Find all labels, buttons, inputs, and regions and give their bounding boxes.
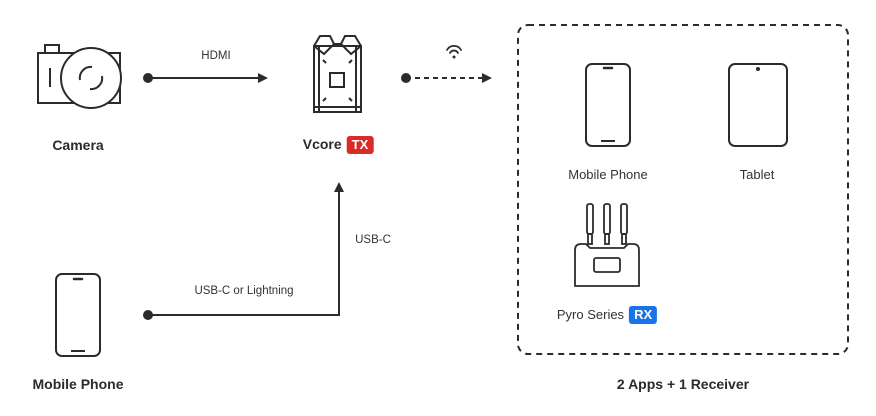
pyro-name: Pyro Series [556, 307, 625, 322]
hdmi-connection [143, 73, 268, 83]
mobile-phone-source-label: Mobile Phone [32, 376, 124, 392]
receiver-group-border [517, 24, 849, 355]
camera-label: Camera [52, 137, 104, 153]
hdmi-label: HDMI [201, 50, 231, 62]
usbc-lightning-label: USB-C or Lightning [194, 285, 294, 297]
camera-icon [37, 44, 122, 109]
pyro-label: Pyro Series RX [556, 306, 658, 324]
wifi-icon [446, 44, 462, 59]
usb-connection [143, 182, 344, 320]
smartphone-icon [585, 63, 631, 147]
receiver-icon [574, 203, 640, 287]
usbc-label: USB-C [355, 234, 391, 246]
tx-badge: TX [346, 136, 374, 154]
rx-badge: RX [629, 306, 658, 324]
vcore-name: Vcore [302, 136, 342, 152]
transmitter-icon [313, 35, 362, 113]
tablet-icon [728, 63, 788, 147]
smartphone-icon [55, 273, 101, 357]
wireless-connection [401, 73, 492, 83]
usb-arrow [148, 182, 344, 316]
receiver-mobile-phone-label: Mobile Phone [568, 167, 648, 182]
receiver-group-title: 2 Apps + 1 Receiver [616, 376, 750, 392]
tablet-label: Tablet [739, 167, 775, 182]
